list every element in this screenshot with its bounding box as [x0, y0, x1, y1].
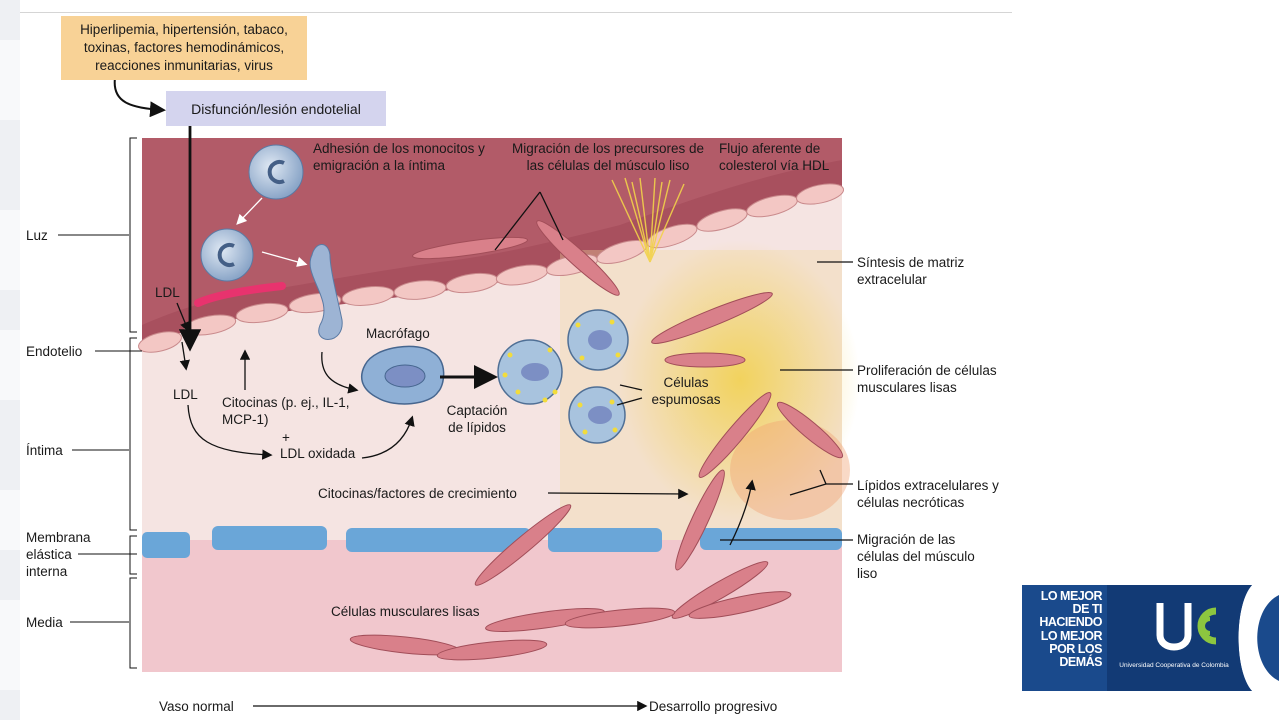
label-smc-proliferation: Proliferación de células musculares lisa… — [857, 363, 997, 395]
risk-factors-text: Hiperlipemia, hipertensión, tabaco, toxi… — [80, 22, 288, 73]
label-normal-vessel: Vaso normal — [159, 699, 234, 714]
macrophage — [361, 345, 445, 405]
label-ldl-top: LDL — [155, 285, 180, 300]
label-smc-migration: Migración de las células del músculo lis… — [857, 532, 975, 581]
label-media: Media — [26, 615, 63, 630]
label-luz: Luz — [26, 228, 48, 243]
smooth-muscle-cells — [349, 220, 844, 661]
label-growth-factors: Citocinas/factores de crecimiento — [318, 486, 517, 501]
label-progression: Desarrollo progresivo — [649, 699, 778, 714]
lipid-droplets — [502, 319, 621, 435]
label-macrophage: Macrófago — [366, 326, 430, 341]
hdl-spray — [611, 177, 685, 263]
elastic-membrane — [142, 526, 842, 558]
monocytes — [194, 144, 343, 340]
label-cytokines: Citocinas (p. ej., IL-1, MCP-1) — [222, 395, 350, 427]
foam-cells — [497, 309, 629, 444]
label-intima: Íntima — [26, 443, 63, 458]
endothelial-injury-box: Disfunción/lesión endotelial — [166, 91, 386, 126]
university-logo — [1012, 585, 1279, 691]
label-ldl-mid: LDL — [173, 387, 198, 402]
label-hdl-efflux: Flujo aferente de colesterol vía HDL — [719, 141, 830, 173]
label-endotelio: Endotelio — [26, 344, 83, 359]
label-lipid-uptake: Captación de lípidos — [446, 403, 508, 435]
label-smooth-muscle: Células musculares lisas — [331, 604, 480, 619]
label-membrana: Membrana elástica interna — [26, 530, 91, 579]
endothelium-cells — [138, 183, 845, 353]
label-extracellular-lipids: Lípidos extracelulares y células necróti… — [857, 478, 999, 510]
label-monocyte-adhesion: Adhesión de los monocitos y emigración a… — [313, 141, 485, 173]
risk-factors-box: Hiperlipemia, hipertensión, tabaco, toxi… — [61, 16, 307, 80]
slide-left-strip — [0, 0, 20, 720]
logo-slogan: LO MEJOR DE TI HACIENDO LO MEJOR POR LOS… — [1039, 589, 1102, 670]
top-divider — [20, 12, 1012, 13]
endothelial-injury-text: Disfunción/lesión endotelial — [191, 100, 361, 117]
logo-university-name: Universidad Cooperativa de Colombia — [1119, 662, 1229, 669]
label-plus: + — [282, 430, 290, 445]
arrows — [113, 77, 853, 712]
label-oxidized-ldl: LDL oxidada — [280, 446, 356, 461]
label-matrix-synthesis: Síntesis de matriz extracelular — [857, 255, 965, 287]
label-foam-cells: Células espumosas — [651, 375, 721, 407]
label-smc-precursor-migration: Migración de los precursores de las célu… — [511, 141, 705, 173]
layer-brackets — [58, 137, 142, 669]
